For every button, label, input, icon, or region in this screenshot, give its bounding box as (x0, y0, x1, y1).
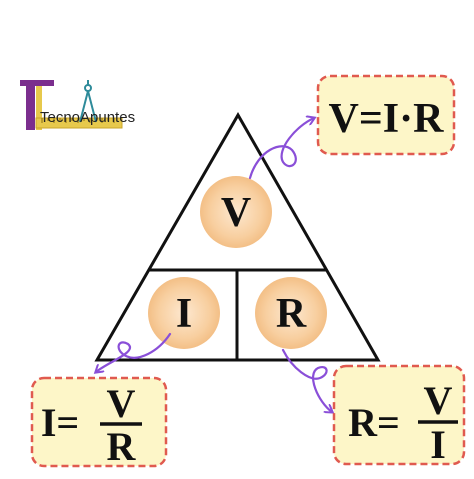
formula-i-lhs: I= (41, 400, 79, 445)
compass-icon (79, 80, 97, 123)
ohms-law-triangle: V I R (94, 111, 381, 362)
formula-box-i-frame (30, 376, 168, 468)
circle-r (255, 277, 327, 349)
formula-box-v: V=I·R (316, 74, 456, 156)
triangle-letter-r: R (276, 291, 307, 337)
formula-box-r: R= V I (332, 364, 466, 467)
formula-r-numerator: V (424, 378, 453, 423)
logo-bar-purple (26, 80, 35, 130)
logo-t-top (20, 80, 54, 86)
triangle-letter-v: V (221, 190, 251, 236)
formula-i-denominator: R (107, 424, 137, 469)
formula-box-v-frame (316, 74, 456, 156)
logo-ruler (35, 117, 123, 129)
logo-bar-yellow (36, 86, 42, 130)
circle-i (148, 277, 220, 349)
triangle-letter-i: I (176, 291, 192, 337)
formula-r-denominator: I (430, 422, 446, 467)
arrow-to-v-formula (248, 118, 314, 180)
formula-v-text: V=I·R (329, 96, 445, 142)
formula-r-lhs: R= (348, 400, 400, 445)
logo-brand-text: TecnoApuntes (40, 109, 135, 126)
arrows (96, 118, 332, 412)
formula-box-i: I= V R (30, 376, 168, 469)
formula-i-numerator: V (107, 381, 136, 426)
circle-v (200, 176, 272, 248)
tecnoapuntes-logo: TecnoApuntes (20, 80, 135, 130)
arrow-to-r-formula (281, 348, 332, 412)
formula-box-r-frame (332, 364, 466, 466)
arrow-to-i-formula (96, 332, 172, 372)
